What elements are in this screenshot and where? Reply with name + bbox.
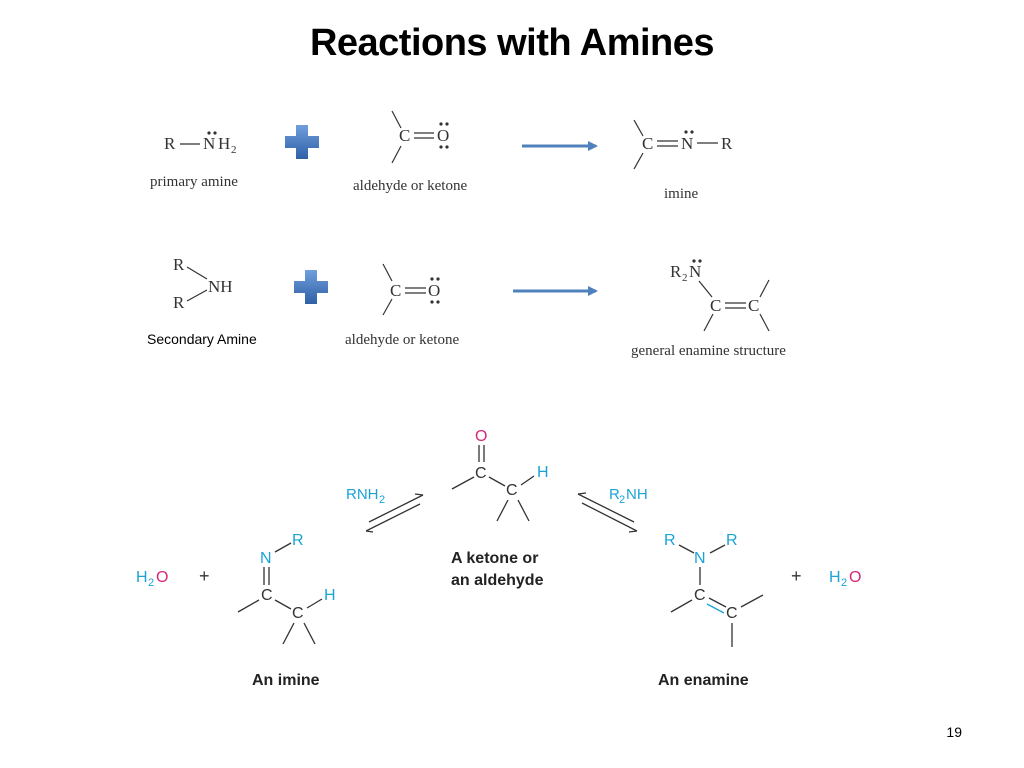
rnh2-sub: 2 (379, 494, 385, 506)
water-right-sub: 2 (841, 577, 847, 589)
scheme-imine-label: An imine (252, 672, 320, 689)
r2nh-r: R (609, 486, 620, 503)
row1-imine: C N R imine (633, 119, 733, 202)
water-right-h: H (829, 569, 841, 586)
water-left-sub: 2 (148, 577, 154, 589)
r2nh-nh: NH (626, 486, 648, 503)
sec-amine-r2: R (173, 293, 185, 312)
enamine-label: general enamine structure (631, 343, 786, 359)
equilibrium-arrows-left (365, 493, 424, 533)
scheme-imine: N R C C H An imine (237, 532, 336, 689)
imine-label: imine (664, 186, 699, 202)
center-c2: C (506, 482, 518, 499)
reagent-r2nh: R 2 NH (609, 486, 648, 506)
row2-carbonyl: C O aldehyde or ketone (345, 263, 459, 348)
carbonyl-o: O (437, 126, 449, 145)
amine-h: H (218, 134, 230, 153)
water-left-o: O (156, 569, 168, 586)
carbonyl-label: aldehyde or ketone (353, 178, 467, 194)
plus-icon-row1 (285, 125, 319, 159)
row2-enamine: R 2 N C C general enamine structure (631, 259, 786, 359)
center-h: H (537, 464, 549, 481)
scheme-imine-c2: C (292, 605, 304, 622)
center-carbonyl: O C C H A ketone or an aldehyde (451, 428, 549, 589)
rnh2-text: RNH (346, 486, 379, 503)
scheme-enamine-c1: C (694, 587, 706, 604)
center-o: O (475, 428, 487, 445)
scheme-imine-r: R (292, 532, 304, 549)
page-number: 19 (946, 724, 962, 740)
imine-r: R (721, 134, 733, 153)
plus-sign-left: + (199, 566, 210, 586)
enamine-sub: 2 (682, 272, 688, 284)
scheme-enamine-r1: R (664, 532, 676, 549)
carbonyl-c: C (399, 126, 410, 145)
sec-amine-nh: NH (208, 277, 233, 296)
water-left: H 2 O (136, 569, 168, 589)
enamine-n: N (689, 262, 701, 281)
equilibrium-arrows-right (577, 492, 638, 533)
amine-n: N (203, 134, 215, 153)
scheme-enamine-c2: C (726, 605, 738, 622)
plus-sign-right: + (791, 566, 802, 586)
plus-icon-row2 (294, 270, 328, 304)
row1-primary-amine: R N H 2 primary amine (150, 131, 238, 190)
row2-secondary-amine: R NH R (173, 255, 233, 312)
enamine-r: R (670, 262, 682, 281)
water-left-h: H (136, 569, 148, 586)
amine-r: R (164, 134, 176, 153)
carbonyl2-o: O (428, 281, 440, 300)
row1-carbonyl: C O aldehyde or ketone (353, 110, 467, 194)
water-right-o: O (849, 569, 861, 586)
water-right: H 2 O (829, 569, 861, 589)
center-label-line1: A ketone or (451, 550, 538, 567)
scheme-imine-h: H (324, 587, 336, 604)
center-label-line2: an aldehyde (451, 572, 544, 589)
carbonyl2-label: aldehyde or ketone (345, 332, 459, 348)
amine-sub: 2 (231, 144, 237, 156)
enamine-c2: C (748, 296, 759, 315)
scheme-enamine-r2: R (726, 532, 738, 549)
carbonyl2-c: C (390, 281, 401, 300)
primary-amine-label: primary amine (150, 174, 238, 190)
scheme-enamine-n: N (694, 550, 706, 567)
center-c1: C (475, 465, 487, 482)
r2nh-sub: 2 (619, 494, 625, 506)
slide-title: Reactions with Amines (309, 22, 715, 64)
secondary-amine-label: Secondary Amine (147, 331, 257, 347)
scheme-enamine: R N R C C An enamine (658, 532, 764, 689)
reagent-rnh2: RNH 2 (346, 486, 385, 506)
imine-c: C (642, 134, 653, 153)
sec-amine-r1: R (173, 255, 185, 274)
scheme-imine-n: N (260, 550, 272, 567)
scheme-imine-c1: C (261, 587, 273, 604)
enamine-c1: C (710, 296, 721, 315)
scheme-enamine-label: An enamine (658, 672, 749, 689)
imine-n: N (681, 134, 693, 153)
